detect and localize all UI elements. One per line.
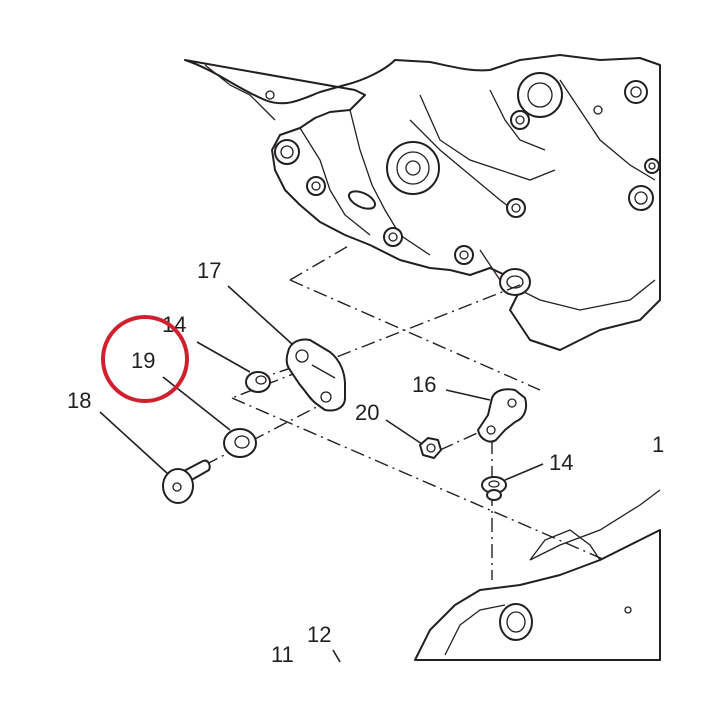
callout-16: 16 xyxy=(412,372,436,397)
washer-19 xyxy=(223,428,257,458)
callout-17: 17 xyxy=(197,258,221,283)
callout-18: 18 xyxy=(67,388,91,413)
callout-14-lower: 14 xyxy=(549,450,573,475)
callout-20: 20 xyxy=(355,400,379,425)
highlight-circle xyxy=(101,315,189,403)
bracket-16 xyxy=(477,388,528,443)
callout-12: 12 xyxy=(307,622,331,647)
washer-14-lower xyxy=(481,476,507,501)
nut-20 xyxy=(419,437,442,459)
bracket-17 xyxy=(285,338,346,412)
screw-18 xyxy=(162,459,211,504)
lower-casing xyxy=(414,489,661,661)
callout-19: 19 xyxy=(131,348,155,373)
engine-casing xyxy=(184,54,661,351)
callout-1: 1 xyxy=(652,432,664,457)
washer-14-upper xyxy=(245,371,271,393)
callout-11: 11 xyxy=(271,642,294,667)
leader-lines xyxy=(99,285,544,663)
